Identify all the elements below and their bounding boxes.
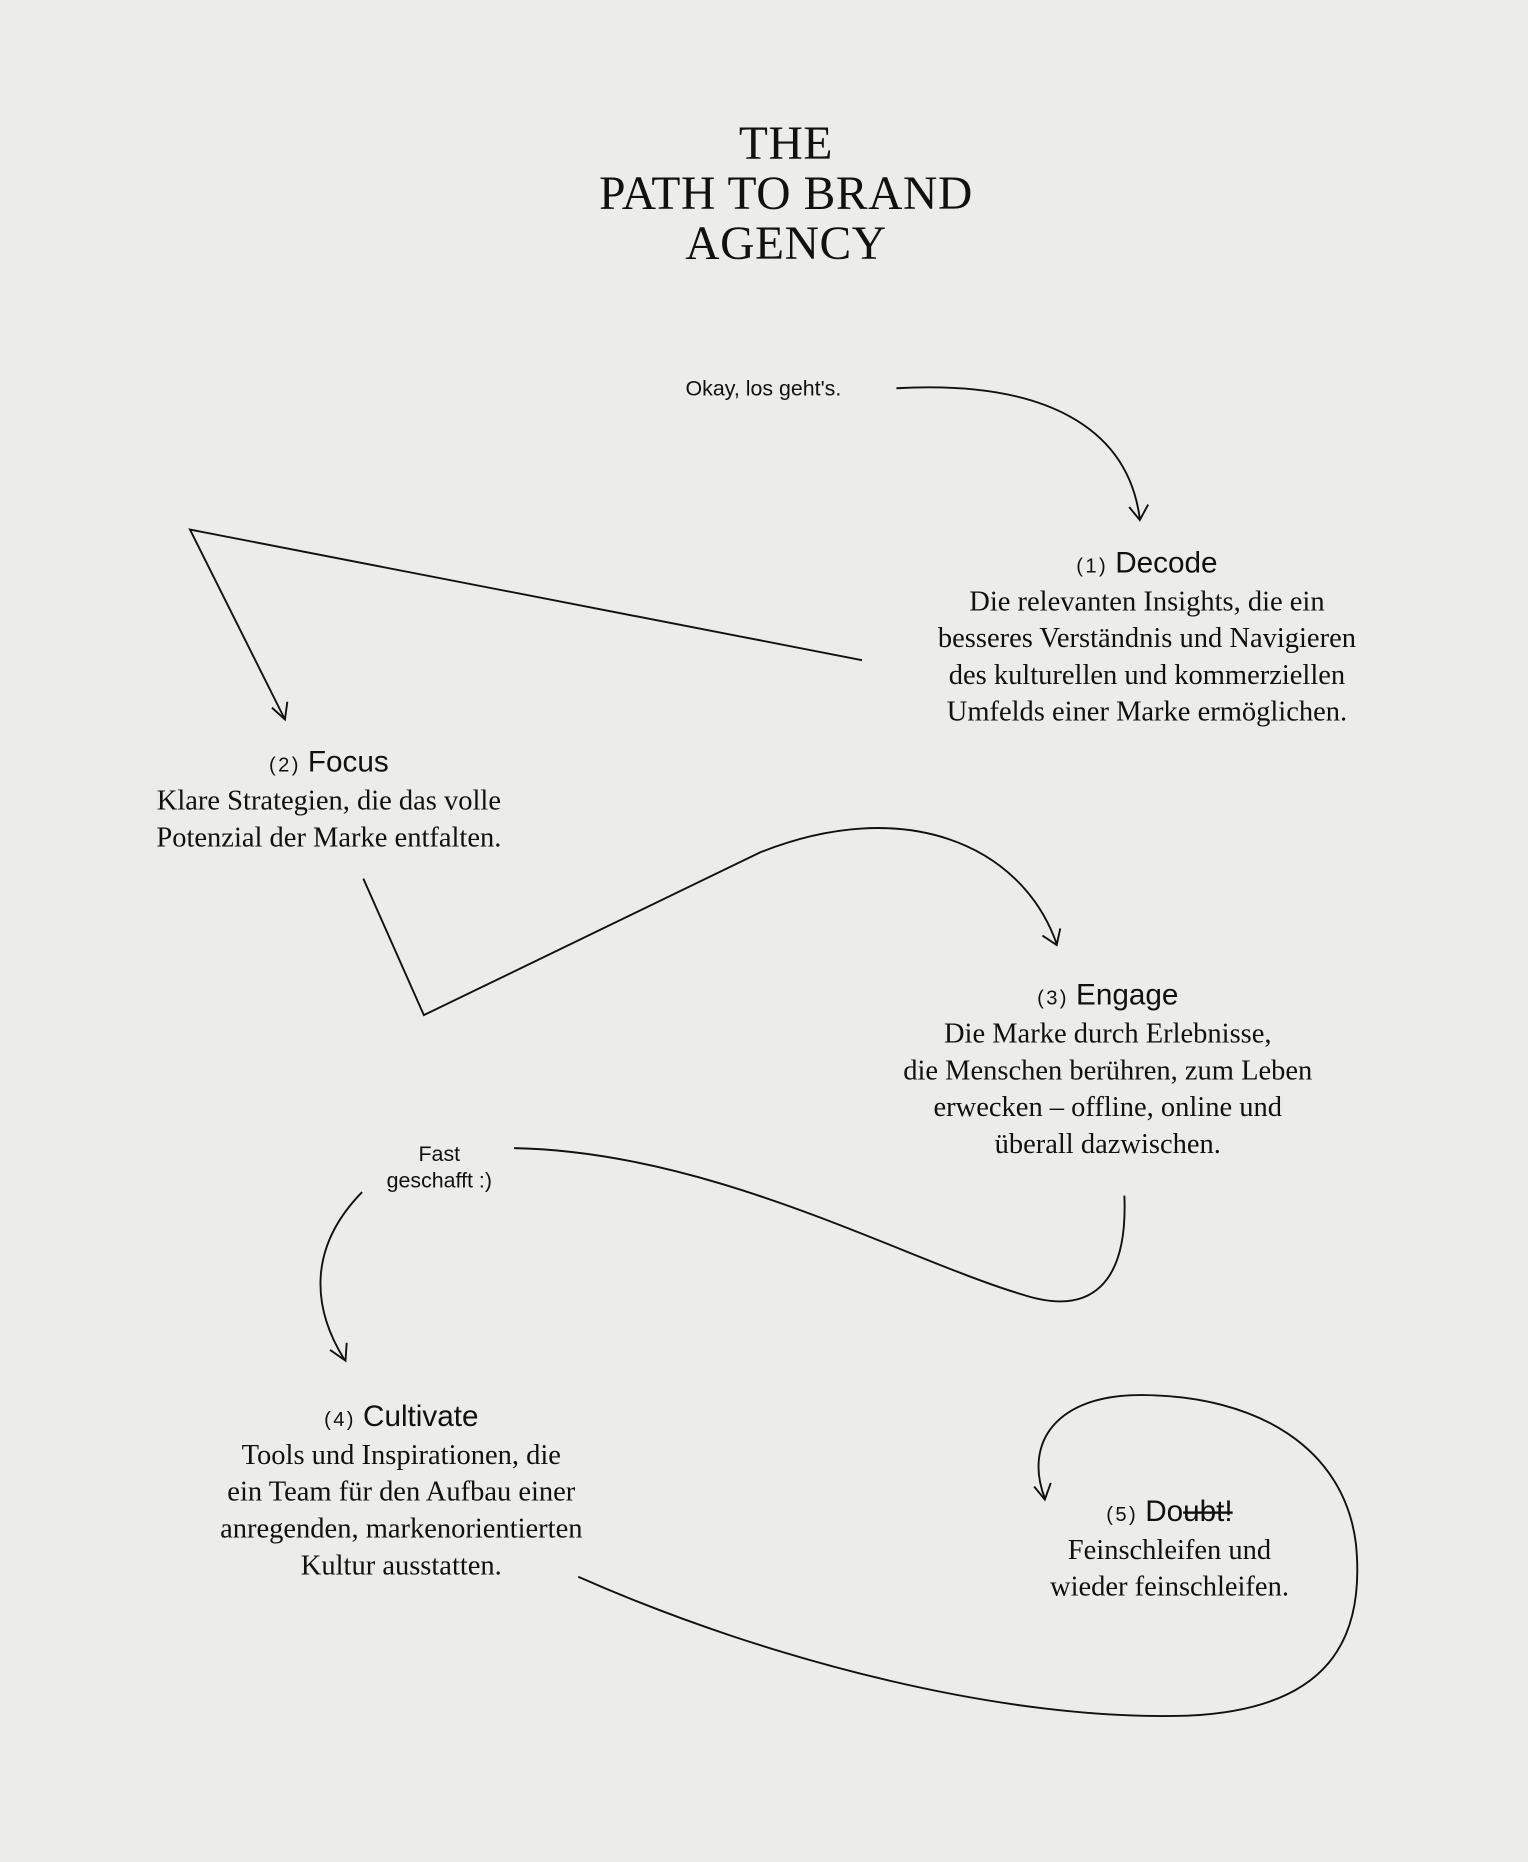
note-almost: Fast geschafft :) <box>297 1141 582 1193</box>
step-number: (2) <box>268 753 301 777</box>
arrow-decode-to-focus <box>188 528 863 722</box>
step-heading: (5) Doubt! <box>861 1492 1478 1532</box>
step-number: (5) <box>1106 1503 1139 1526</box>
step-description: Feinschleifen und wieder feinschleifen. <box>861 1533 1478 1607</box>
description-line: besseres Verständnis und Navigieren <box>937 623 1356 655</box>
step-doubt: (5) Doubt! Feinschleifen und wieder feins… <box>861 1492 1478 1606</box>
note-line: geschafft :) <box>386 1168 492 1193</box>
arrow-cultivate-to-doubt <box>577 1394 1359 1717</box>
step-heading: (4) Cultivate <box>93 1397 710 1437</box>
arrow-focus-to-engage <box>362 827 1062 1017</box>
step-focus: (2)Focus Klare Strategien, die das volle… <box>20 743 637 857</box>
step-description: Die relevanten Insights, die ein bessere… <box>838 584 1455 731</box>
description-line: des kulturellen und kommerziellen <box>948 660 1346 692</box>
description-line: wieder feinschleifen. <box>1050 1571 1289 1603</box>
description-line: Die Marke durch Erlebnisse, <box>943 1018 1272 1050</box>
step-heading: (3) Engage <box>799 976 1416 1016</box>
description-line: Umfelds einer Marke ermöglichen. <box>946 696 1348 728</box>
step-name: Decode <box>1115 546 1218 580</box>
step-engage: (3) Engage Die Marke durch Erlebnisse, di… <box>799 976 1416 1164</box>
step-number: (3) <box>1037 986 1069 1010</box>
title-line: AGENCY <box>685 216 887 270</box>
description-line: die Menschen berühren, zum Leben <box>903 1055 1313 1087</box>
description-line: ein Team für den Aufbau einer <box>227 1477 576 1508</box>
step-number: (4) <box>324 1408 356 1431</box>
step-description: Die Marke durch Erlebnisse, die Menschen… <box>799 1016 1416 1163</box>
title-line: THE <box>738 116 834 170</box>
step-number: (1) <box>1076 554 1109 578</box>
step-cultivate: (4) Cultivate Tools und Inspirationen, di… <box>93 1397 710 1585</box>
step-name: Engage <box>1076 978 1179 1012</box>
step-description: Tools und Inspirationen, die ein Team fü… <box>93 1438 710 1585</box>
step-heading: (2)Focus <box>20 743 637 783</box>
description-line: erwecken – offline, online und <box>933 1092 1282 1124</box>
step-name: Focus <box>307 745 389 779</box>
description-line: Kultur ausstatten. <box>300 1550 502 1582</box>
arrow-start-to-decode <box>896 386 1149 522</box>
description-line: überall dazwischen. <box>994 1129 1221 1160</box>
step-description: Klare Strategien, die das volle Potenzia… <box>20 784 637 858</box>
step-heading: (1)Decode <box>838 544 1455 584</box>
description-line: Tools und Inspirationen, die <box>241 1440 561 1472</box>
page-title: THE PATH TO BRAND AGENCY <box>430 116 1142 270</box>
line-engage-to-almost <box>514 1147 1126 1303</box>
arrow-almost-to-cultivate <box>319 1191 363 1363</box>
step-name: Do <box>1145 1494 1184 1529</box>
description-line: Die relevanten Insights, die ein <box>969 586 1325 618</box>
description-line: anregenden, markenorientierten <box>220 1513 583 1545</box>
title-line: PATH TO BRAND <box>599 166 973 220</box>
step-name: Cultivate <box>363 1399 479 1434</box>
note-start: Okay, los geht's. <box>685 376 842 401</box>
description-line: Feinschleifen und <box>1067 1535 1272 1567</box>
step-decode: (1)Decode Die relevanten Insights, die e… <box>838 544 1455 732</box>
description-line: Klare Strategien, die das volle <box>156 785 501 817</box>
note-line: Fast <box>418 1142 461 1166</box>
step-name-struck: ubt! <box>1183 1494 1233 1529</box>
description-line: Potenzial der Marke entfalten. <box>156 822 502 854</box>
